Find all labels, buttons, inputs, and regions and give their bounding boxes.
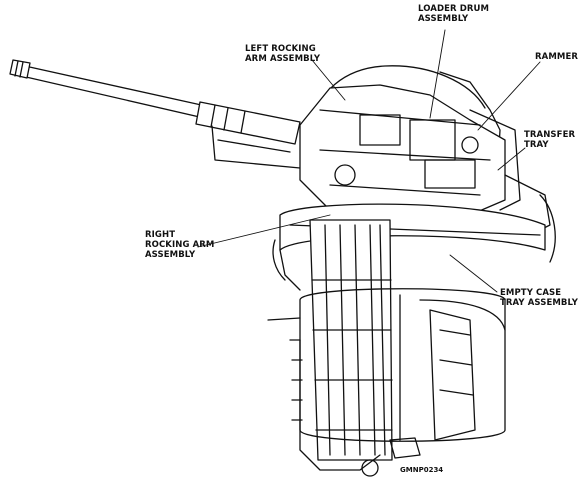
- callout-leaders: [197, 29, 541, 293]
- label-left-rocking-arm-assembly: LEFT ROCKING ARM ASSEMBLY: [245, 44, 321, 64]
- figure-id: GMNP0234: [400, 466, 444, 474]
- label-loader-drum-assembly: LOADER DRUM ASSEMBLY: [418, 4, 490, 24]
- label-rammer: RAMMER: [535, 52, 578, 62]
- base-feeder: [289, 339, 421, 477]
- label-right-rocking-arm-assembly: RIGHT ROCKING ARM ASSEMBLY: [145, 230, 215, 260]
- gun-barrel: [9, 59, 306, 169]
- center-hoist: [309, 219, 393, 461]
- rear-arc: [267, 239, 301, 321]
- lower-stand: [299, 288, 506, 442]
- label-empty-case-tray-assembly: EMPTY CASE TRAY ASSEMBLY: [500, 288, 578, 308]
- label-transfer-tray: TRANSFER TRAY: [524, 130, 576, 150]
- turret-housing: [299, 65, 506, 216]
